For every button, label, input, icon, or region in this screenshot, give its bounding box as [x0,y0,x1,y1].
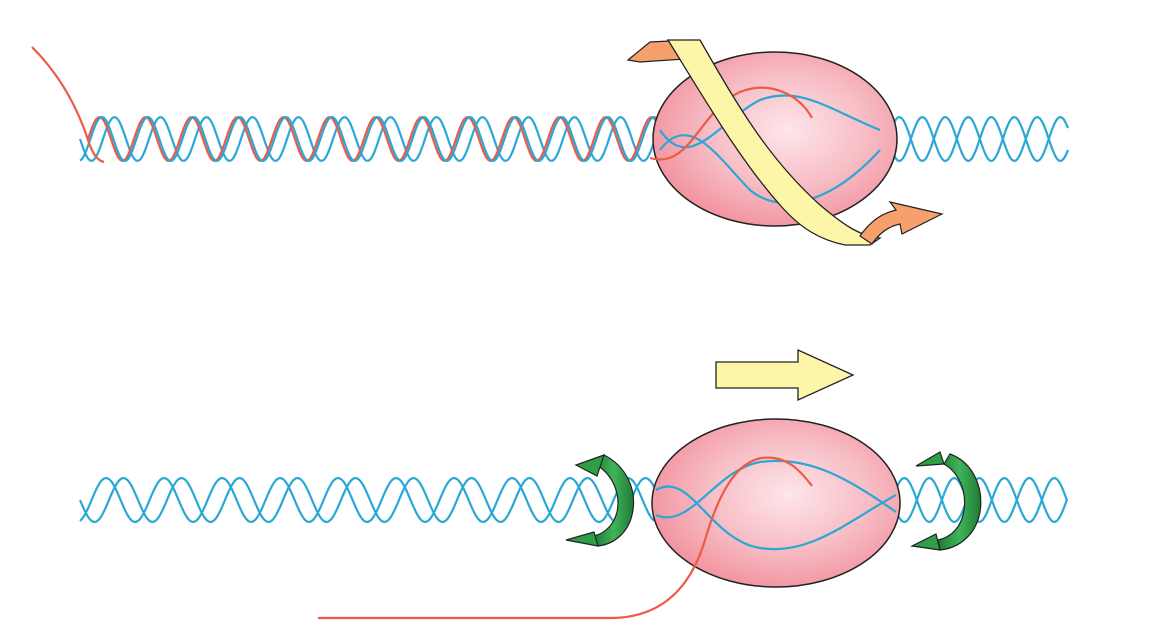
dna-strand-bottom-b [79,476,655,524]
dna-bottom-inner-b [655,459,897,519]
dna-double-helix-top [78,115,1070,163]
rna-polymerase-bottom [651,418,901,588]
rna-inner-top [649,86,813,161]
twisting-ribbon-arrow [666,39,882,246]
dna-double-helix-bottom [78,476,1069,524]
rotation-arrow-right-icon [910,451,982,551]
dna-strand-bottom-right-b [893,476,1069,524]
bottom-panel [78,348,1069,620]
dna-inside-polymerase-bottom [655,459,897,551]
dna-strand-right-a [888,115,1070,163]
rna-transcript-tail-top [31,46,105,164]
rna-transcript-bottom [318,456,813,620]
direction-arrow-icon [715,348,855,402]
dna-inner-a [659,134,881,204]
dna-strand-coding [79,115,661,163]
dna-strand-bottom-a [78,476,655,524]
dna-inside-polymerase-top [649,86,881,204]
ribbon-arrowhead-top [859,201,944,245]
rna-strand-hybrid [86,115,662,163]
dna-strand-bottom-right-a [893,476,1069,524]
rotation-arrow-left-icon [565,454,635,547]
dna-strand-right-b [888,115,1070,163]
top-panel [31,39,1070,246]
dna-bottom-inner-a [655,485,897,551]
